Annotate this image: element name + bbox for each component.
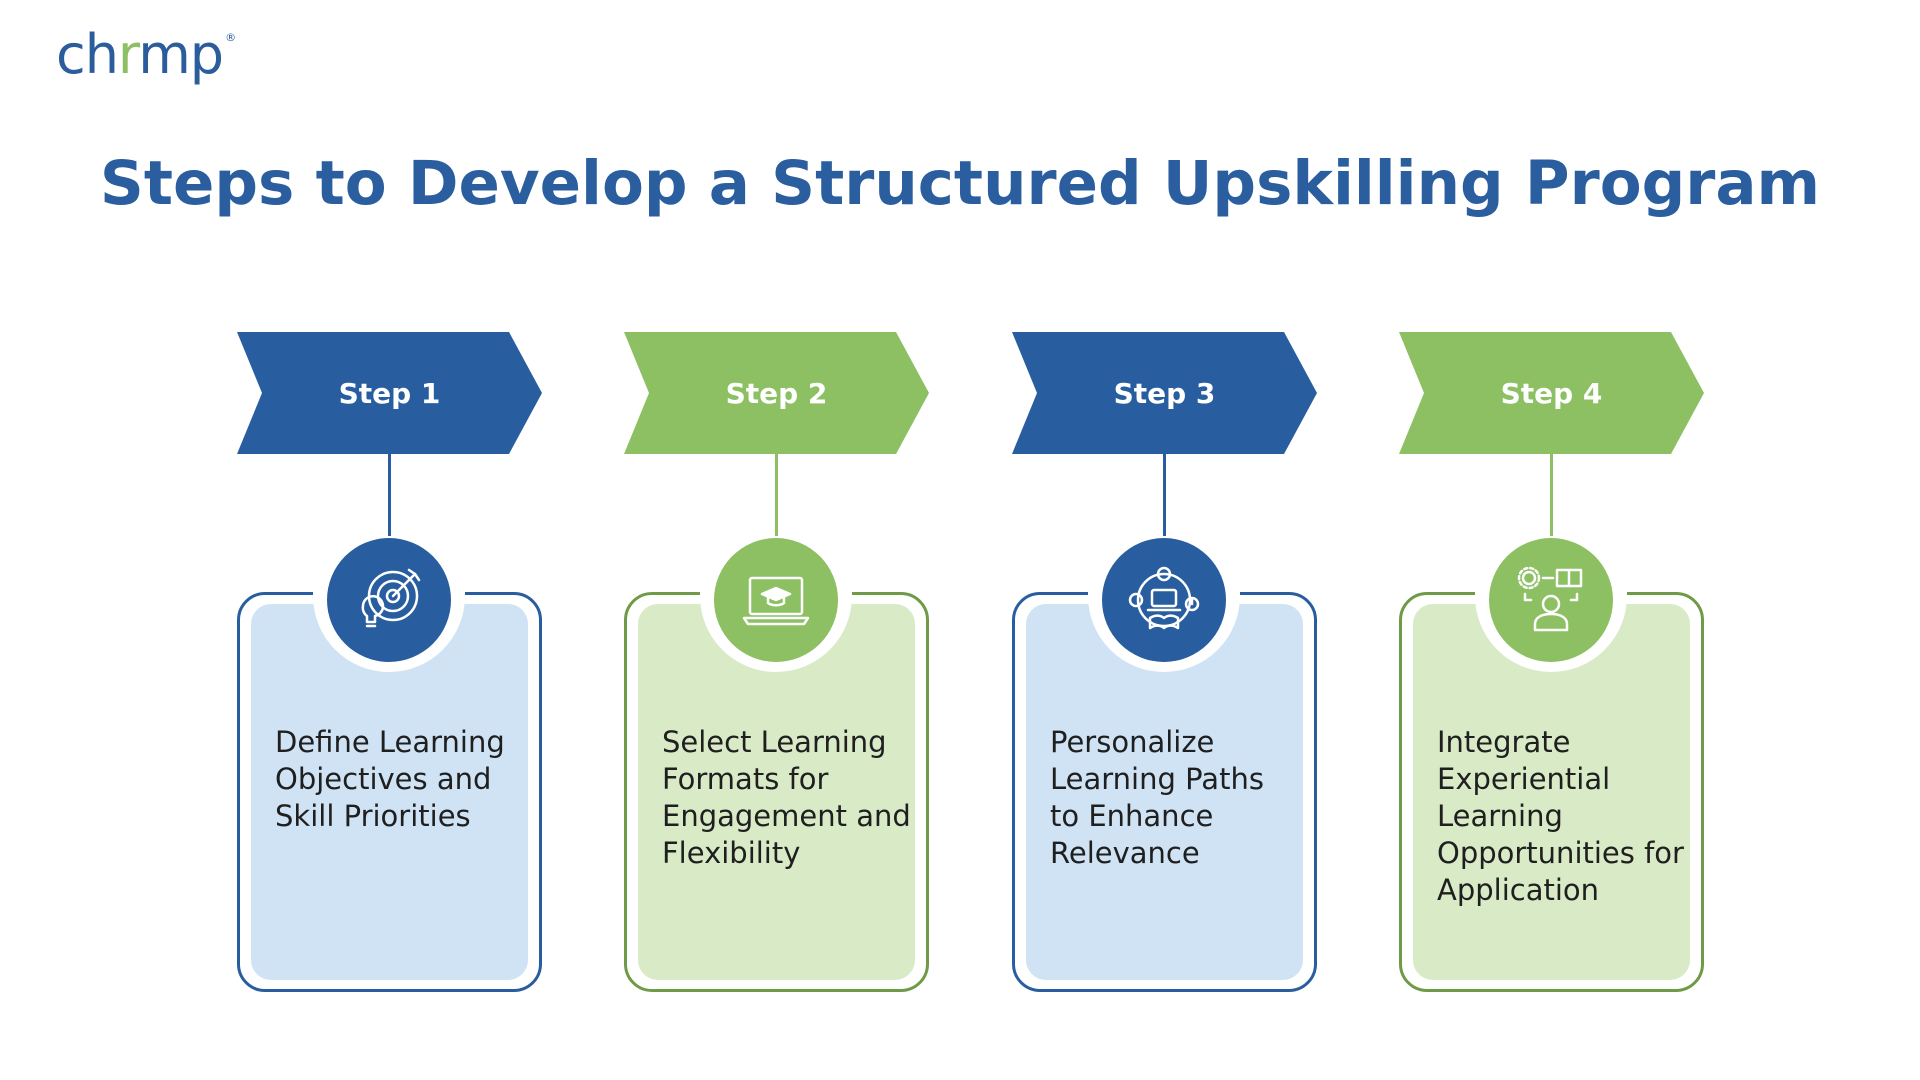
page-title: Steps to Develop a Structured Upskilling… [99,148,1821,219]
step-2-connector [775,454,778,540]
step-2-label: Step 2 [725,376,828,410]
step-4-connector [1550,454,1553,540]
step-3-chevron [1012,332,1317,454]
laptop-graduation-cap-icon [714,538,838,662]
chrmp-logo: chrmp® [56,23,236,86]
step-4-label: Step 4 [1500,376,1603,410]
step-3-label: Step 3 [1113,376,1216,410]
step-2-chevron [624,332,929,454]
step-3: Step 3 Personalize Learning Paths to Enh… [1012,332,1317,992]
personalized-learning-icon [1102,538,1226,662]
step-4-chevron [1399,332,1704,454]
step-3-text: Personalize Learning Paths to Enhance Re… [1050,725,1264,870]
step-1-label: Step 1 [338,376,441,410]
step-4: Step 4 Integrate Experiential Learning O… [1399,332,1704,992]
step-1: Step 1 Define Learning Objectives and Sk… [237,332,542,992]
step-2-text: Select Learning Formats for Engagement a… [662,725,911,870]
step-1-connector [388,454,391,540]
step-1-chevron [237,332,542,454]
step-1-text: Define Learning Objectives and Skill Pri… [275,725,505,833]
experiential-learning-icon [1489,538,1613,662]
step-2: Step 2 Select Learning Formats for Engag… [624,332,929,992]
step-4-text: Integrate Experiential Learning Opportun… [1437,725,1684,907]
step-3-connector [1163,454,1166,540]
target-bulb-icon [327,538,451,662]
step-1-card [237,592,542,992]
